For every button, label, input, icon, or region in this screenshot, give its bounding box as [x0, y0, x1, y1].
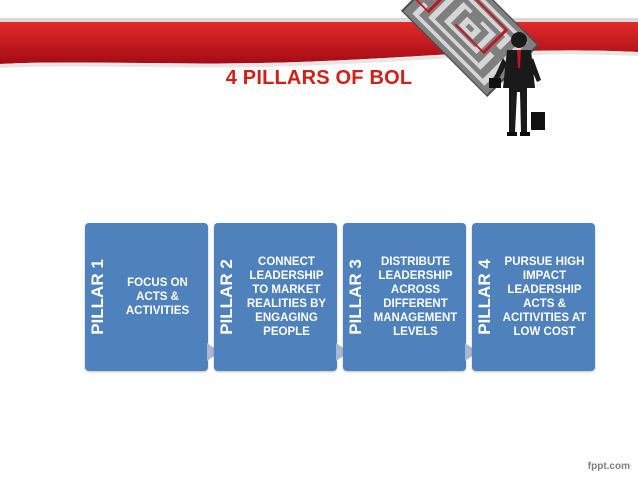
- pillar-description: CONNECT LEADERSHIP TO MARKET REALITIES B…: [246, 256, 327, 338]
- pillar-label: PILLAR 1: [88, 259, 107, 335]
- pillar-description: PURSUE HIGH IMPACT LEADERSHIP ACTS & ACI…: [502, 256, 587, 338]
- pillar-description: FOCUS ON ACTS & ACTIVITIES: [125, 277, 190, 317]
- pillar-label: PILLAR 3: [346, 259, 365, 335]
- businessman-figure: [489, 32, 545, 136]
- pillar-card-4: PILLAR 4 PURSUE HIGH IMPACT LEADERSHIP A…: [472, 223, 595, 371]
- pillar-label: PILLAR 4: [475, 259, 494, 335]
- pillar-description: DISTRIBUTE LEADERSHIP ACROSS DIFFERENT M…: [373, 256, 458, 338]
- slide-title: 4 PILLARS OF BOL: [225, 67, 413, 89]
- pillar-card-3: PILLAR 3 DISTRIBUTE LEADERSHIP ACROSS DI…: [343, 223, 466, 371]
- pillar-card-1: PILLAR 1 FOCUS ON ACTS & ACTIVITIES: [85, 223, 208, 371]
- footer-brand: fppt.com: [587, 461, 630, 472]
- pillar-label: PILLAR 2: [217, 259, 236, 335]
- pillar-card-2: PILLAR 2 CONNECT LEADERSHIP TO MARKET RE…: [214, 223, 337, 371]
